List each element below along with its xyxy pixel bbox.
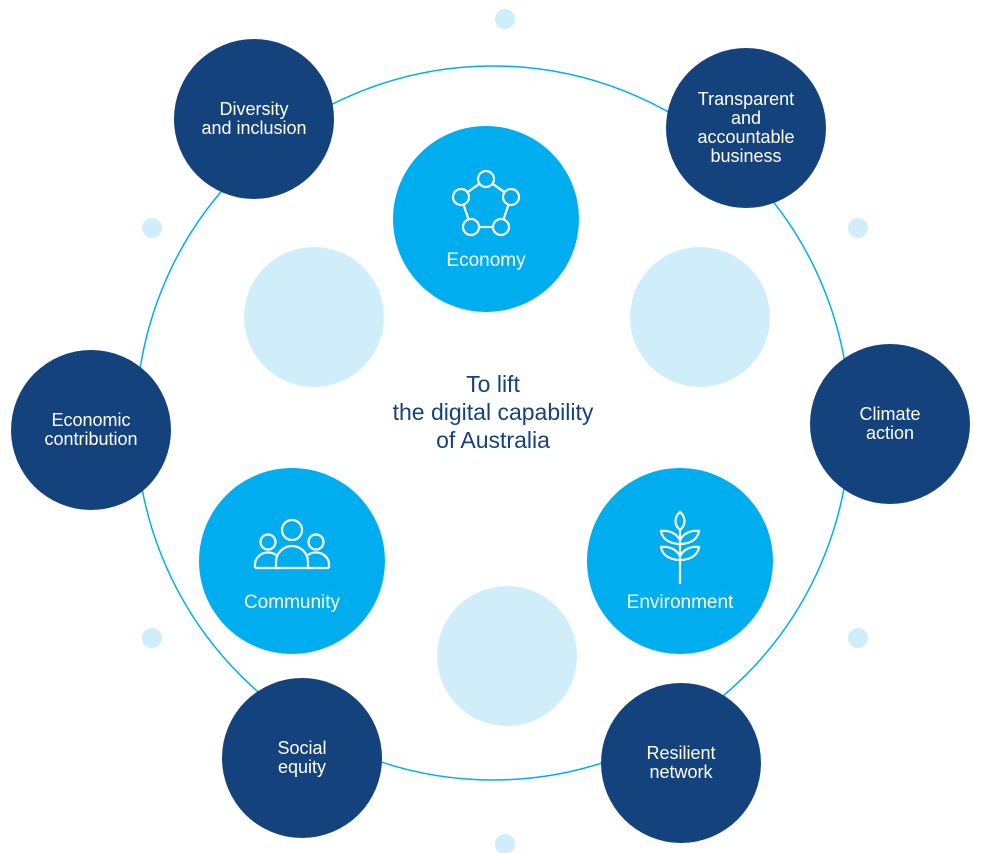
decor-dot-bottom xyxy=(495,834,515,853)
decor-dot-top xyxy=(495,9,515,29)
center-title: To lift the digital capability of Austra… xyxy=(343,370,643,454)
center-title-line-3: of Australia xyxy=(436,427,550,453)
transparent-line-3: accountable xyxy=(697,127,795,147)
pale-circle-upper-right xyxy=(630,247,770,387)
decor-dot-lower-right xyxy=(848,628,868,648)
center-title-line-2: the digital capability xyxy=(392,399,594,425)
climate-line-1: Climate xyxy=(859,404,921,424)
center-title-line-1: To lift xyxy=(466,371,520,397)
pale-circle-upper-left xyxy=(244,247,384,387)
pillar-environment-label: Environment xyxy=(626,592,734,613)
pillar-economy: Economy xyxy=(393,126,579,312)
transparent-line-1: Transparent xyxy=(697,89,795,109)
outer-resilient-network: Resilient network xyxy=(601,683,761,843)
pillar-economy-label: Economy xyxy=(446,250,526,271)
outer-diversity-and-inclusion: Diversity and inclusion xyxy=(174,39,334,199)
transparent-line-4: business xyxy=(710,146,782,166)
outer-transparent-accountable-business: Transparent and accountable business xyxy=(666,48,826,208)
outer-climate-action: Climate action xyxy=(810,344,970,504)
pillar-environment: Environment xyxy=(587,468,773,654)
economic-line-2: contribution xyxy=(44,429,138,449)
economic-line-1: Economic xyxy=(51,410,131,430)
decor-dot-lower-left xyxy=(142,628,162,648)
decor-dot-upper-right xyxy=(848,218,868,238)
pale-circle-bottom xyxy=(437,586,577,726)
network-pentagon-icon xyxy=(451,169,521,237)
pillar-community-label: Community xyxy=(243,592,341,613)
transparent-line-2: and xyxy=(730,108,762,128)
resilient-line-1: Resilient xyxy=(646,743,716,763)
climate-line-2: action xyxy=(865,423,915,443)
decor-dot-upper-left xyxy=(142,218,162,238)
diversity-line-1: Diversity xyxy=(219,99,289,119)
resilient-line-2: network xyxy=(649,762,713,782)
social-line-2: equity xyxy=(277,757,327,777)
wheat-sprig-icon xyxy=(659,510,701,584)
people-group-icon xyxy=(253,518,331,570)
diversity-line-2: and inclusion xyxy=(201,118,307,138)
outer-social-equity: Social equity xyxy=(222,678,382,838)
social-line-1: Social xyxy=(277,738,327,758)
outer-economic-contribution: Economic contribution xyxy=(11,350,171,510)
pillar-community: Community xyxy=(199,468,385,654)
